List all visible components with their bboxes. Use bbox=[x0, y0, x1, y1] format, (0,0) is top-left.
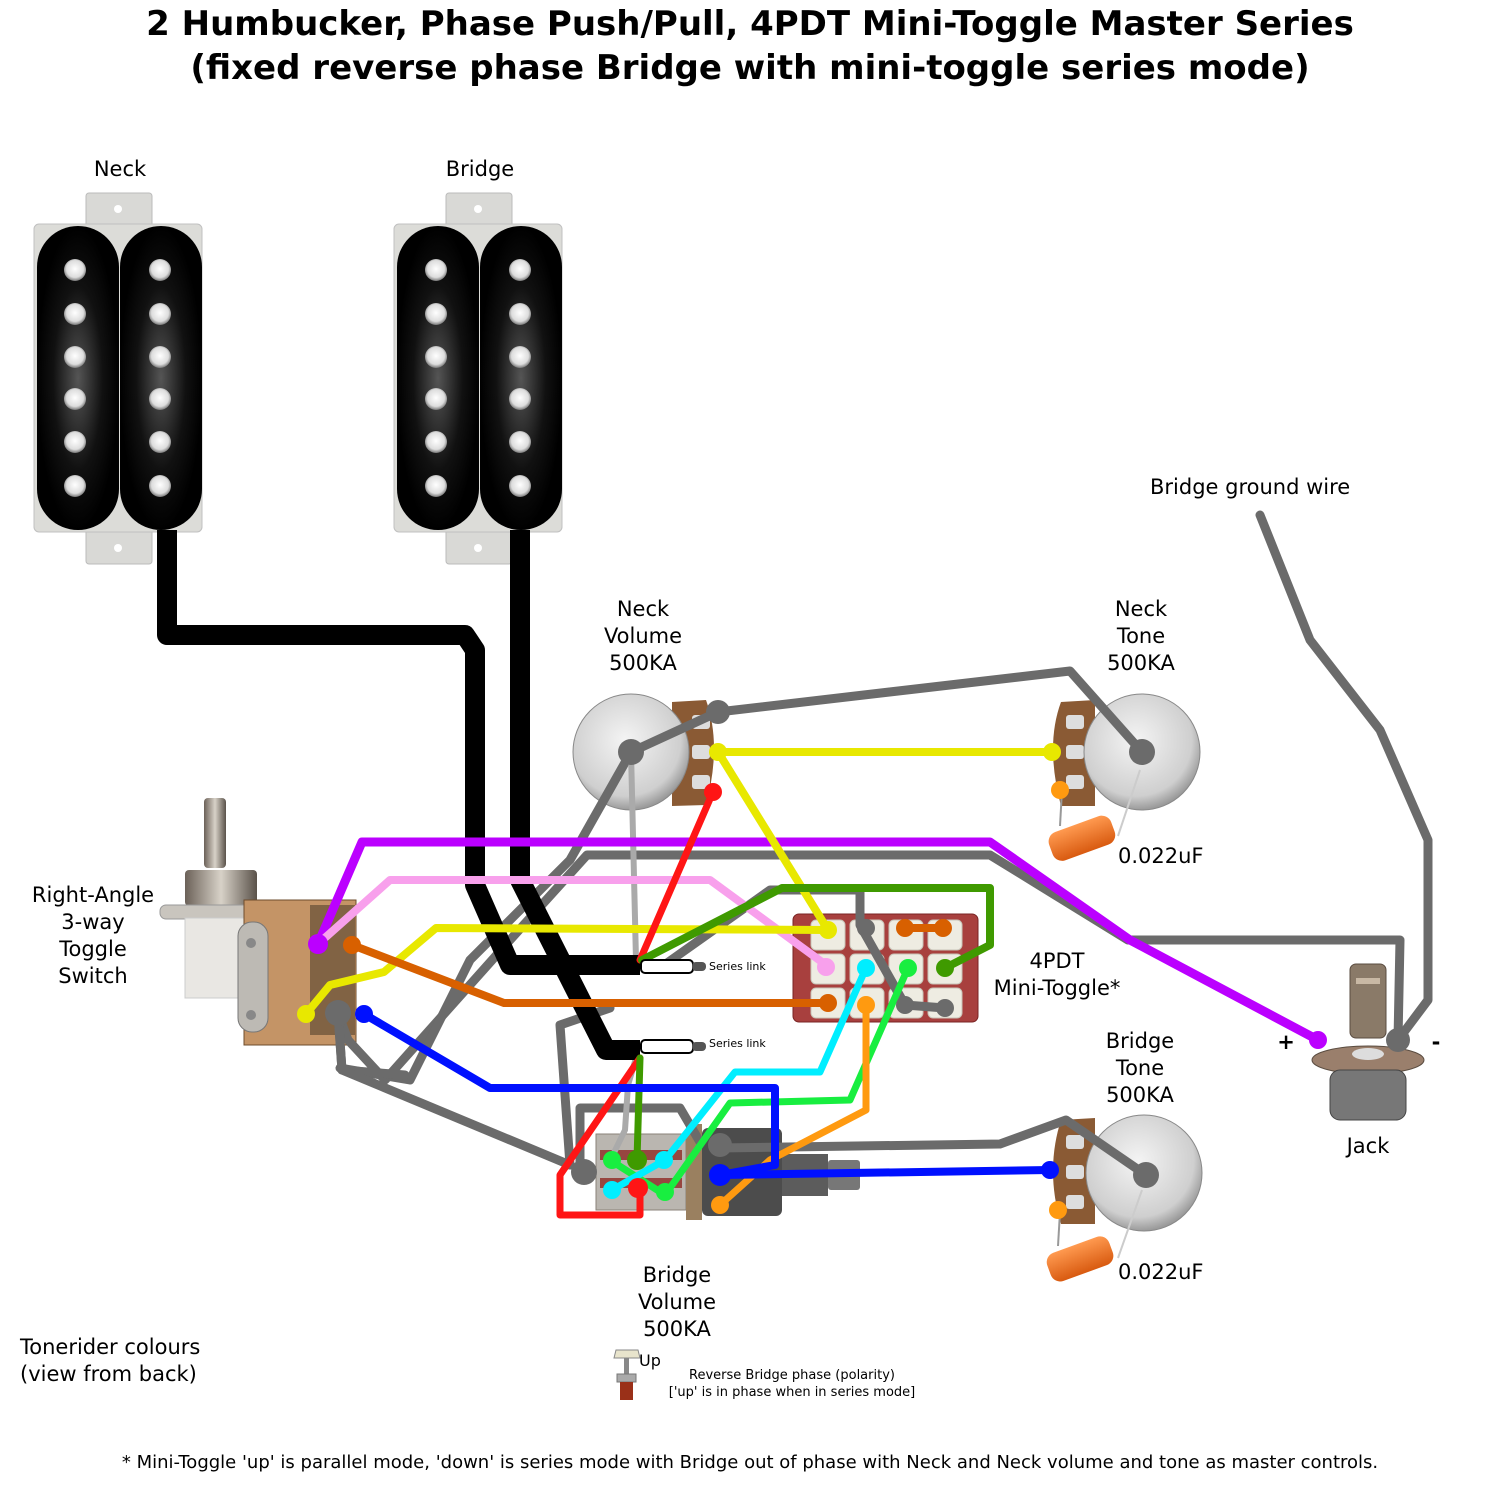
output-jack bbox=[1311, 963, 1425, 1121]
tonerider-legend: Tonerider colours (view from back) bbox=[20, 1334, 200, 1388]
phase-note: Reverse Bridge phase (polarity) ['up' is… bbox=[656, 1367, 928, 1401]
bridge-cap-value: 0.022uF bbox=[1118, 1260, 1204, 1284]
series-link-label-2: Series link bbox=[709, 1037, 766, 1050]
bridge-volume-label-line1: Bridge bbox=[642, 1263, 712, 1287]
mini-toggle-label-line1: 4PDT bbox=[1029, 949, 1085, 973]
mini-toggle-label-line2: Mini-Toggle* bbox=[993, 976, 1121, 1000]
bridge-pickup-label: Bridge bbox=[445, 157, 515, 181]
bridge-volume-label-line2: Volume bbox=[637, 1290, 717, 1314]
bridge-humbucker bbox=[393, 192, 563, 565]
neck-tone-pot bbox=[1048, 693, 1201, 861]
push-pull-up-icon bbox=[613, 1349, 641, 1400]
bridge-tone-label-line3: 500KA bbox=[1106, 1083, 1174, 1107]
solder-points bbox=[297, 700, 1410, 1219]
bridge-tone-capacitor bbox=[1046, 1236, 1114, 1282]
bridge-ground-label: Bridge ground wire bbox=[1150, 475, 1351, 499]
bridge-tone-label: Bridge Tone 500KA bbox=[1080, 1028, 1200, 1109]
toggle-switch-label-line3: Toggle bbox=[59, 937, 127, 961]
bridge-tone-label-line2: Tone bbox=[1115, 1056, 1165, 1080]
neck-tone-label: Neck Tone 500KA bbox=[1081, 596, 1201, 677]
neck-tone-label-line3: 500KA bbox=[1107, 651, 1175, 675]
neck-tone-label-line2: Tone bbox=[1116, 624, 1166, 648]
neck-volume-label: Neck Volume 500KA bbox=[583, 596, 703, 677]
wires bbox=[157, 510, 1433, 1219]
footnote: * Mini-Toggle 'up' is parallel mode, 'do… bbox=[121, 1452, 1379, 1473]
toggle-switch-label-line4: Switch bbox=[58, 964, 128, 988]
toggle-switch-label: Right-Angle 3-way Toggle Switch bbox=[18, 882, 168, 990]
bridge-tone-label-line1: Bridge bbox=[1105, 1029, 1175, 1053]
jack-plus-label: + bbox=[1277, 1030, 1295, 1054]
neck-tone-capacitor bbox=[1048, 815, 1116, 861]
diagram-title-line2: (fixed reverse phase Bridge with mini-to… bbox=[190, 48, 1310, 88]
bridge-volume-label: Bridge Volume 500KA bbox=[617, 1262, 737, 1343]
neck-volume-label-line2: Volume bbox=[603, 624, 683, 648]
neck-volume-label-line3: 500KA bbox=[609, 651, 677, 675]
neck-volume-label-line1: Neck bbox=[616, 597, 670, 621]
tonerider-legend-line1: Tonerider colours bbox=[20, 1335, 201, 1359]
push-pull-up-label: Up bbox=[639, 1351, 661, 1370]
series-link-2 bbox=[640, 1039, 706, 1054]
jack-label: Jack bbox=[1346, 1134, 1390, 1158]
neck-cap-value: 0.022uF bbox=[1118, 844, 1204, 868]
phase-note-line2: ['up' is in phase when in series mode] bbox=[668, 1385, 916, 1400]
series-link-1 bbox=[640, 959, 706, 974]
phase-note-line1: Reverse Bridge phase (polarity) bbox=[689, 1368, 895, 1383]
mini-toggle-label: 4PDT Mini-Toggle* bbox=[982, 948, 1132, 1002]
toggle-switch-label-line1: Right-Angle bbox=[31, 883, 155, 907]
toggle-switch-label-line2: 3-way bbox=[61, 910, 125, 934]
jack-minus-label: - bbox=[1431, 1030, 1441, 1054]
tonerider-legend-line2: (view from back) bbox=[20, 1362, 197, 1386]
bridge-volume-label-line3: 500KA bbox=[643, 1317, 711, 1341]
neck-pickup-label: Neck bbox=[93, 157, 147, 181]
diagram-title-line1: 2 Humbucker, Phase Push/Pull, 4PDT Mini-… bbox=[146, 4, 1354, 44]
neck-tone-label-line1: Neck bbox=[1114, 597, 1168, 621]
neck-humbucker bbox=[33, 192, 203, 565]
series-link-label-1: Series link bbox=[709, 960, 766, 973]
